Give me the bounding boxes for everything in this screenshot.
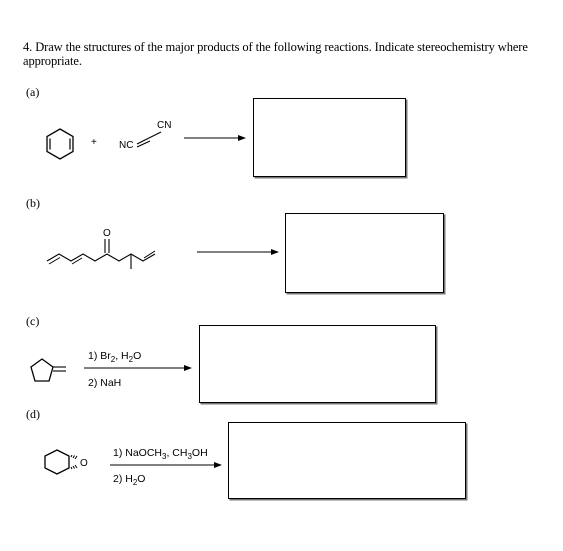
reagent-c-step2: 2) NaH <box>88 377 122 389</box>
part-c-label: (c) <box>26 314 40 328</box>
nitrile-nc-label: NC <box>119 140 133 151</box>
reaction-arrow-b <box>197 249 279 255</box>
answer-box-b[interactable] <box>285 213 444 293</box>
reaction-arrow-d <box>110 462 222 468</box>
methylenecyclopentane-structure <box>30 358 66 382</box>
answer-box-c[interactable] <box>199 325 436 403</box>
answer-box-d[interactable] <box>228 422 466 499</box>
plus-sign: + <box>91 137 97 148</box>
dienone-structure: O <box>46 228 156 269</box>
part-a-label: (a) <box>26 85 40 99</box>
reagent-d-step2: 2) H2O <box>113 473 146 488</box>
reaction-arrow-a <box>184 135 246 141</box>
fumaronitrile-structure: NC CN <box>119 120 171 151</box>
cyclohexadiene-structure <box>46 128 74 160</box>
part-b-label: (b) <box>26 196 40 210</box>
epoxide-oxygen: O <box>80 458 88 469</box>
reaction-arrow-c <box>84 365 192 371</box>
reagent-c-step1: 1) Br2, H2O <box>88 350 142 365</box>
answer-box-a[interactable] <box>253 98 406 177</box>
carbonyl-oxygen: O <box>103 228 111 239</box>
cyclohexene-oxide-structure: O <box>44 449 88 475</box>
question-text: 4. Draw the structures of the major prod… <box>23 40 528 68</box>
part-d-label: (d) <box>26 407 40 421</box>
reagent-d-step1: 1) NaOCH3, CH3OH <box>113 447 208 462</box>
nitrile-cn-label: CN <box>157 120 171 131</box>
